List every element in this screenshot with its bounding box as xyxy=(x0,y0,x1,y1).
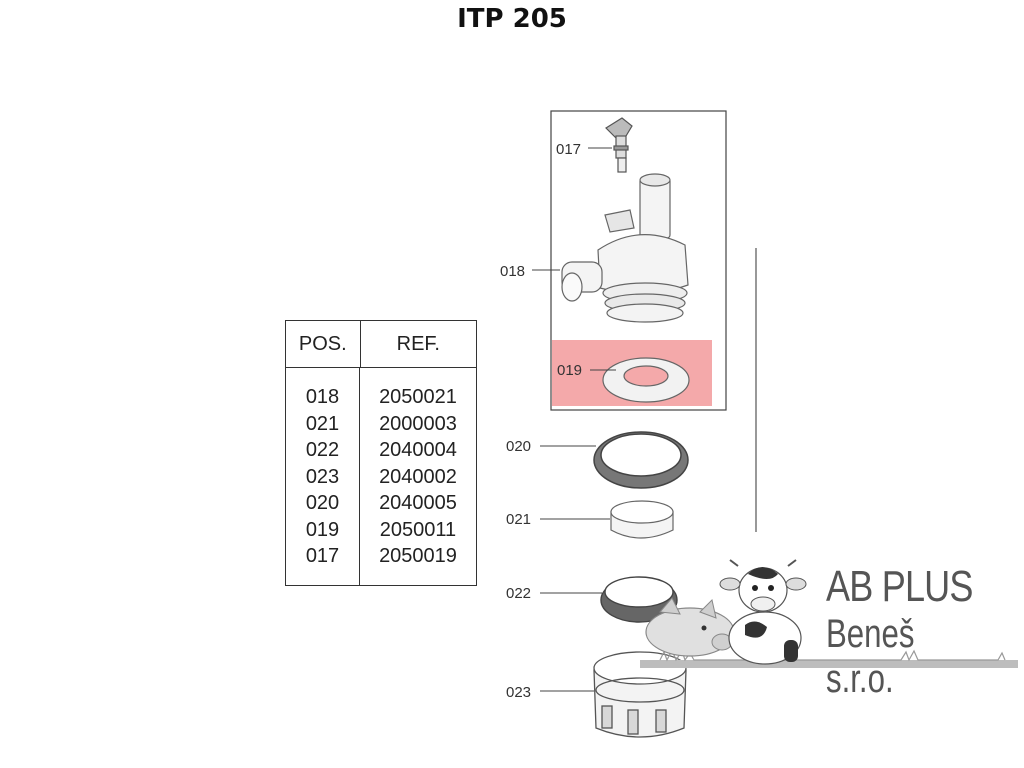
table-cell-pos: 022 xyxy=(305,439,340,461)
pig-icon xyxy=(645,597,735,657)
cow-icon xyxy=(719,559,807,665)
callout-022: 022 xyxy=(506,585,531,602)
table-cell-pos: 017 xyxy=(305,545,340,567)
column-header-ref: REF. xyxy=(396,333,440,355)
table-header: POS. REF. xyxy=(286,321,476,368)
callout-017: 017 xyxy=(556,141,581,158)
pos-column: 018 021 022 023 020 019 017 xyxy=(286,368,360,586)
ref-column: 2050021 2000003 2040004 2040002 2040005 … xyxy=(360,368,476,586)
callout-021: 021 xyxy=(506,511,531,528)
table-cell-ref: 2050011 xyxy=(379,518,457,541)
logo-illustration xyxy=(640,559,1018,668)
table-cell-ref: 2050021 xyxy=(379,386,457,408)
callout-019: 019 xyxy=(557,362,582,379)
table-cell-ref: 2000003 xyxy=(379,412,457,435)
callout-018: 018 xyxy=(500,263,525,280)
callout-023: 023 xyxy=(506,684,531,701)
logo-company-suffix: Beneš s.r.o. xyxy=(826,612,915,701)
callout-020: 020 xyxy=(506,438,531,455)
table-cell-ref: 2050019 xyxy=(379,545,457,567)
part-018-body xyxy=(561,173,689,323)
part-021-cup xyxy=(610,500,674,539)
table-cell-ref: 2040004 xyxy=(379,439,457,461)
table-cell-pos: 018 xyxy=(305,386,340,408)
table-body: 018 021 022 023 020 019 017 2050021 2000… xyxy=(286,368,476,586)
part-020-gasket xyxy=(593,431,689,489)
page-title: ITP 205 xyxy=(457,4,567,34)
table-cell-pos: 021 xyxy=(305,412,340,435)
table-cell-pos: 020 xyxy=(305,492,340,514)
logo-company-name: AB PLUS xyxy=(826,562,973,611)
table-cell-ref: 2040005 xyxy=(379,492,457,514)
assembly-frame xyxy=(550,110,727,411)
column-header-pos: POS. xyxy=(286,321,361,367)
table-cell-pos: 023 xyxy=(305,465,340,488)
parts-table: POS. REF. 018 021 022 023 020 019 017 20… xyxy=(285,320,477,586)
table-cell-ref: 2040002 xyxy=(379,465,457,488)
table-cell-pos: 019 xyxy=(305,518,340,541)
part-022-seal xyxy=(600,576,678,623)
part-017-valve xyxy=(605,117,633,173)
part-019-washer xyxy=(602,357,690,403)
